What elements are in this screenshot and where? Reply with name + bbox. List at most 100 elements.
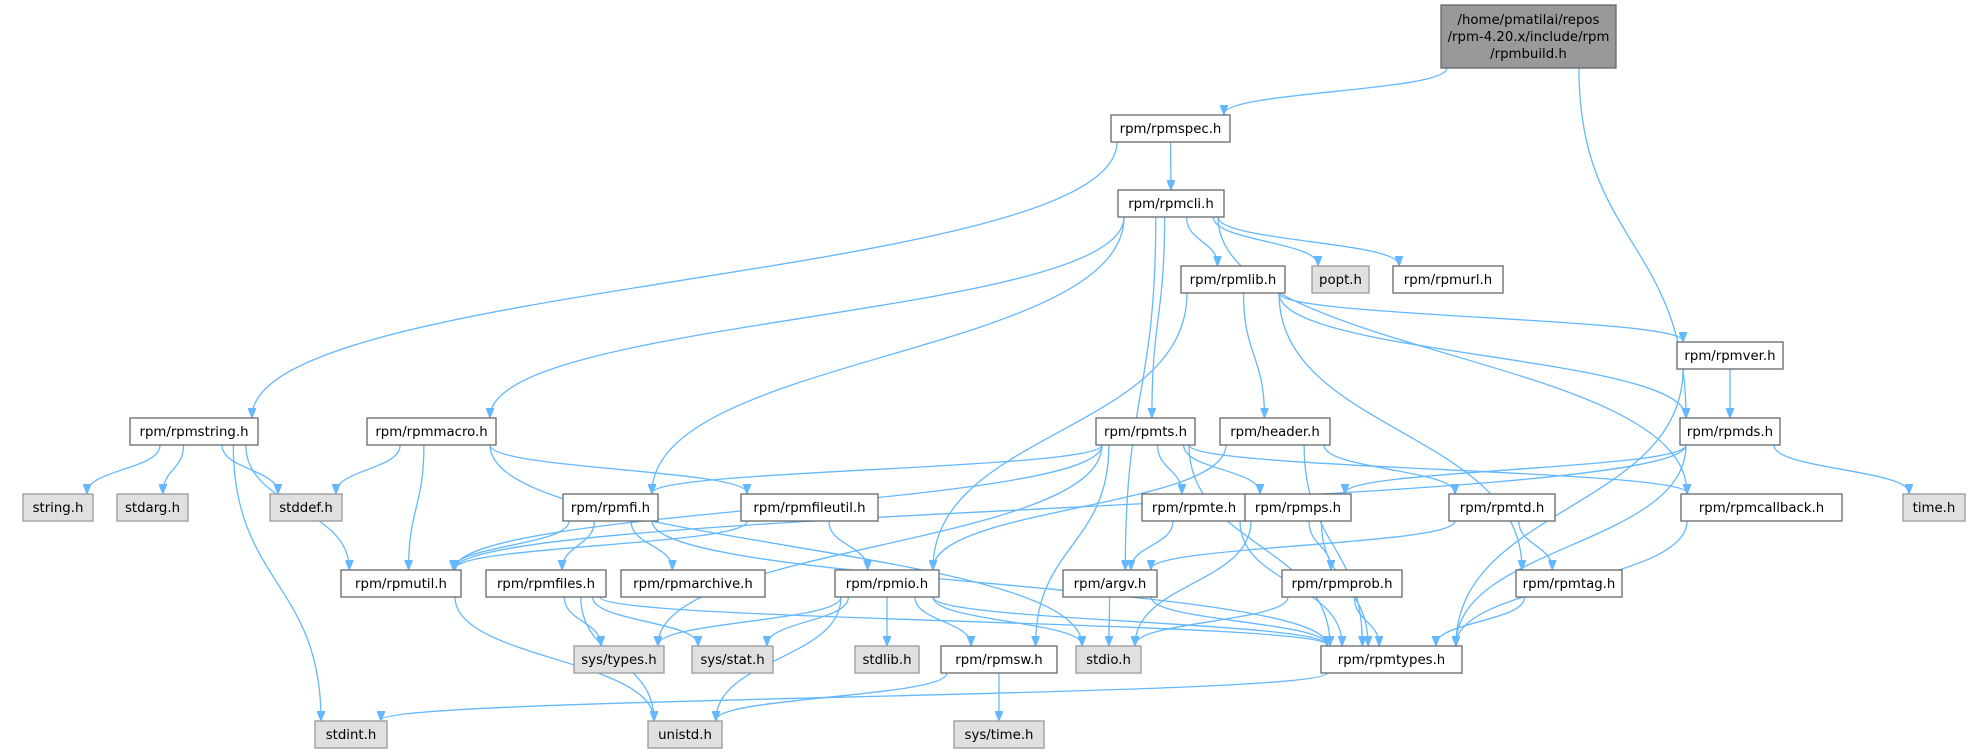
node-rpmtag[interactable]: rpm/rpmtag.h — [1515, 569, 1623, 598]
node-label-rpmstring: rpm/rpmstring.h — [139, 425, 248, 440]
edge-rpmtd-to-rpmtag — [1518, 520, 1553, 569]
node-box-rpmtd — [1448, 493, 1556, 522]
edge-rpmio-to-rpmsw — [914, 596, 971, 645]
node-rpmprob[interactable]: rpm/rpmprob.h — [1281, 569, 1403, 598]
node-box-popt — [1311, 265, 1370, 294]
node-rpmts[interactable]: rpm/rpmts.h — [1095, 417, 1196, 446]
node-rpmfiles[interactable]: rpm/rpmfiles.h — [485, 569, 607, 598]
edge-rpmfi-to-rpmarchive — [630, 520, 672, 569]
edge-rpmver-to-rpmtypes — [1456, 368, 1684, 645]
edge-rpmds-to-rpmutil — [455, 444, 1687, 569]
edge-rpmtd-to-argv — [1151, 520, 1456, 569]
edge-rpmfiles-to-systypes — [563, 596, 601, 645]
node-rpmlib[interactable]: rpm/rpmlib.h — [1180, 265, 1286, 294]
dependency-edges — [87, 67, 1909, 720]
node-box-rpmprob — [1281, 569, 1403, 598]
node-label-rpmtypes: rpm/rpmtypes.h — [1338, 653, 1446, 668]
node-systime: sys/time.h — [953, 720, 1045, 749]
edge-rpmtypes-to-stdint — [381, 672, 1328, 720]
node-label-systypes: sys/types.h — [581, 653, 657, 668]
node-string: string.h — [22, 493, 94, 522]
edge-rpmstring-to-stdint — [232, 444, 321, 720]
header-file-nodes: /home/pmatilai/repos/rpm-4.20.x/include/… — [22, 4, 1966, 749]
edge-rpmstring-to-stdarg — [163, 444, 185, 493]
node-box-rpmcallback — [1680, 493, 1843, 522]
node-label-stdarg: stdarg.h — [125, 501, 180, 516]
node-rpmtypes[interactable]: rpm/rpmtypes.h — [1320, 645, 1463, 674]
edge-rpmps-to-rpmprob — [1308, 520, 1331, 569]
node-rpmstring[interactable]: rpm/rpmstring.h — [129, 417, 259, 446]
node-rpmurl[interactable]: rpm/rpmurl.h — [1392, 265, 1504, 294]
node-label-rpmsw: rpm/rpmsw.h — [955, 653, 1042, 668]
node-label-root-line-0: /home/pmatilai/repos — [1458, 13, 1600, 28]
node-stdint: stdint.h — [314, 720, 388, 749]
node-box-stdarg — [116, 493, 189, 522]
node-label-stddef: stddef.h — [279, 501, 333, 516]
node-stdarg: stdarg.h — [116, 493, 189, 522]
edge-rpmspec-to-rpmstring — [252, 141, 1118, 417]
node-box-rpmfiles — [485, 569, 607, 598]
edge-root-to-rpmspec — [1224, 67, 1448, 114]
node-stdlib: stdlib.h — [854, 645, 920, 674]
edge-rpmts-to-rpmfi — [652, 444, 1103, 493]
node-rpmcli[interactable]: rpm/rpmcli.h — [1117, 189, 1225, 218]
node-rpmver[interactable]: rpm/rpmver.h — [1676, 341, 1784, 370]
node-label-rpmprob: rpm/rpmprob.h — [1291, 577, 1392, 592]
node-rpmutil[interactable]: rpm/rpmutil.h — [340, 569, 462, 598]
edge-rpmsw-to-unistd — [716, 672, 948, 720]
edge-rpmmacro-to-rpmutil — [409, 444, 425, 569]
edge-rpmmacro-to-stddef — [336, 444, 401, 493]
node-label-rpmps: rpm/rpmps.h — [1255, 501, 1341, 516]
node-rpmte[interactable]: rpm/rpmte.h — [1141, 493, 1247, 522]
node-rpmfi[interactable]: rpm/rpmfi.h — [562, 493, 659, 522]
node-rpmmacro[interactable]: rpm/rpmmacro.h — [366, 417, 497, 446]
node-rpmfileutil[interactable]: rpm/rpmfileutil.h — [740, 493, 879, 522]
node-label-rpmcallback: rpm/rpmcallback.h — [1699, 501, 1824, 516]
node-argv[interactable]: rpm/argv.h — [1062, 569, 1158, 598]
node-popt: popt.h — [1311, 265, 1370, 294]
node-box-rpmfileutil — [740, 493, 879, 522]
edge-header-to-rpmtypes — [1303, 444, 1362, 645]
node-box-rpmsw — [940, 645, 1058, 674]
node-box-header — [1219, 417, 1331, 446]
edge-rpmds-to-time — [1773, 444, 1909, 493]
node-rpmds[interactable]: rpm/rpmds.h — [1679, 417, 1781, 446]
edge-rpmio-to-stdio — [932, 596, 1082, 645]
edge-rpmts-to-rpmtypes — [1188, 444, 1330, 645]
node-box-rpmte — [1141, 493, 1247, 522]
edge-rpmds-to-rpmtypes — [1456, 444, 1687, 645]
node-rpmarchive[interactable]: rpm/rpmarchive.h — [620, 569, 766, 598]
node-box-sysstat — [691, 645, 774, 674]
node-rpmspec[interactable]: rpm/rpmspec.h — [1110, 114, 1231, 143]
node-box-rpmps — [1244, 493, 1352, 522]
node-rpmsw[interactable]: rpm/rpmsw.h — [940, 645, 1058, 674]
edge-rpmfileutil-to-rpmio — [828, 520, 868, 569]
node-rpmio[interactable]: rpm/rpmio.h — [834, 569, 940, 598]
node-box-rpmarchive — [620, 569, 766, 598]
node-label-rpmmacro: rpm/rpmmacro.h — [375, 425, 487, 440]
node-rpmcallback[interactable]: rpm/rpmcallback.h — [1680, 493, 1843, 522]
edge-rpmprob-to-stdio — [1135, 596, 1289, 645]
edge-rpmcli-to-rpmlib — [1185, 216, 1218, 265]
node-box-unistd — [647, 720, 723, 749]
node-label-rpmurl: rpm/rpmurl.h — [1404, 273, 1492, 288]
node-box-rpmver — [1676, 341, 1784, 370]
edge-rpmstring-to-stddef — [221, 444, 278, 493]
node-label-rpmds: rpm/rpmds.h — [1687, 425, 1773, 440]
node-label-sysstat: sys/stat.h — [700, 653, 764, 668]
edge-rpmcli-to-rpmts — [1152, 216, 1166, 417]
node-rpmtd[interactable]: rpm/rpmtd.h — [1448, 493, 1556, 522]
edge-rpmprob-to-rpmtypes — [1353, 596, 1379, 645]
node-label-rpmtd: rpm/rpmtd.h — [1460, 501, 1545, 516]
edge-rpmtag-to-rpmtypes — [1436, 596, 1526, 645]
node-label-header: rpm/header.h — [1230, 425, 1320, 440]
edge-rpmte-to-argv — [1131, 520, 1174, 569]
node-header[interactable]: rpm/header.h — [1219, 417, 1331, 446]
node-label-rpmcli: rpm/rpmcli.h — [1128, 197, 1214, 212]
edge-rpmfi-to-rpmfiles — [562, 520, 596, 569]
edge-rpmts-to-rpmcallback — [1188, 444, 1687, 493]
edge-rpmps-to-stdio — [1135, 520, 1252, 645]
node-rpmps[interactable]: rpm/rpmps.h — [1244, 493, 1352, 522]
node-label-rpmver: rpm/rpmver.h — [1684, 349, 1775, 364]
edge-argv-to-stdio — [1109, 596, 1110, 645]
